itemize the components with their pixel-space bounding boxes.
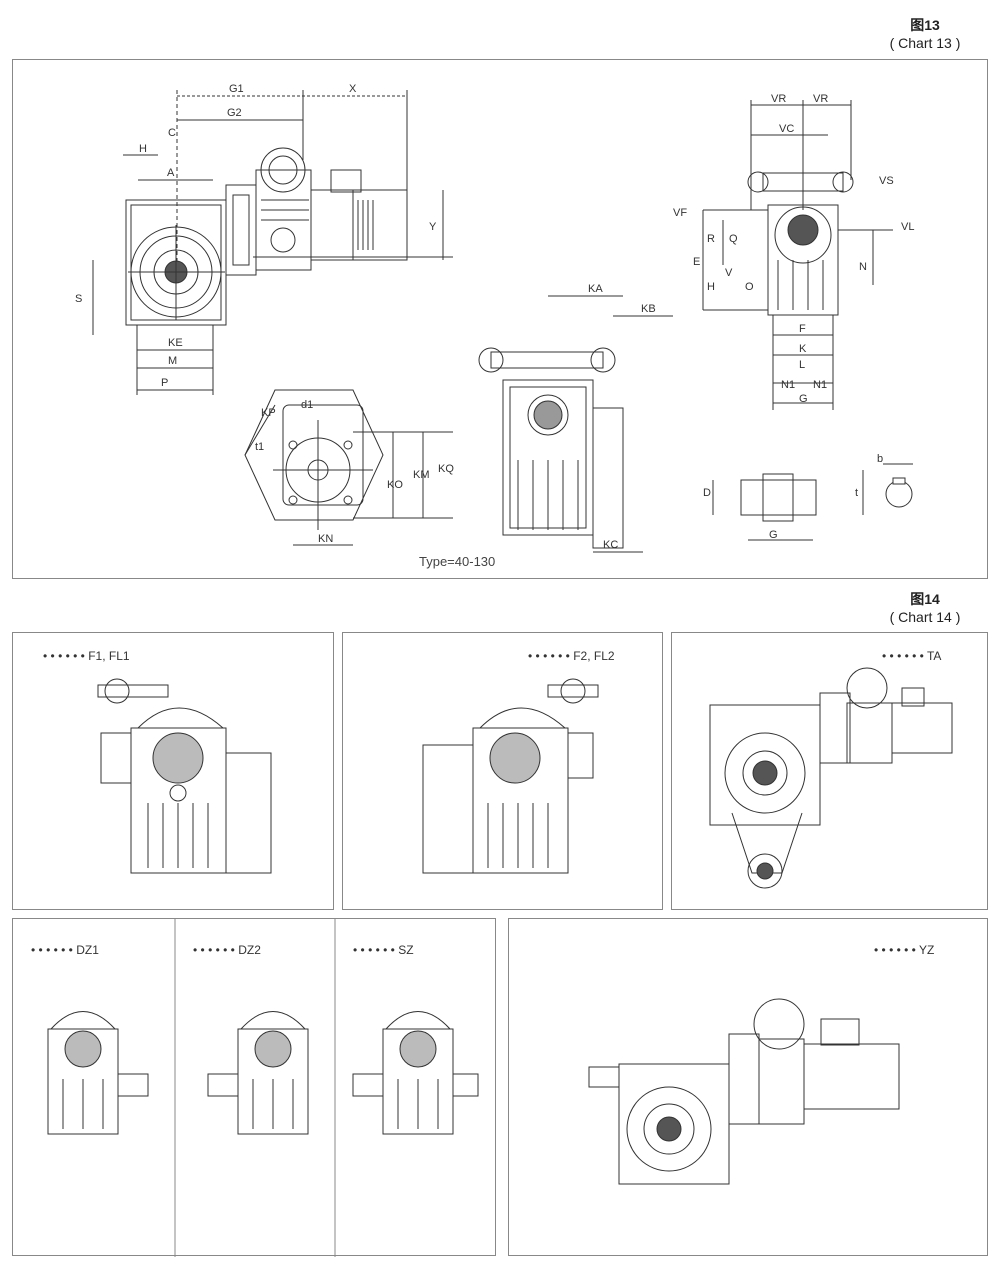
dim-N1-left: N1: [781, 379, 795, 391]
dim-b: b: [877, 453, 883, 465]
chart13-caption-cn: 图13: [910, 17, 940, 33]
dim-KO: KO: [387, 479, 403, 491]
type-label: Type=40-130: [419, 554, 496, 569]
dim-t1: t1: [255, 441, 264, 453]
dim-VR-2: VR: [813, 93, 828, 105]
dim-M: M: [168, 355, 177, 367]
dim-A: A: [167, 167, 175, 179]
dim-t: t: [855, 487, 858, 499]
dim-G1: G1: [229, 83, 244, 95]
dim-KC: KC: [603, 539, 618, 551]
dim-KB: KB: [641, 303, 656, 315]
panel-DZ1-DZ2-SZ: • • • • • • DZ1 • • • • • • DZ2 • • • • …: [12, 918, 496, 1257]
dim-Y: Y: [429, 221, 437, 233]
dim-VF: VF: [673, 207, 687, 219]
panel-label-YZ: • • • • • • YZ: [874, 943, 935, 957]
dim-VR-1: VR: [771, 93, 786, 105]
panel-label-TA: • • • • • • TA: [882, 649, 942, 663]
dim-R: R: [707, 233, 715, 245]
dim-O: O: [745, 281, 754, 293]
dim-KM: KM: [413, 469, 430, 481]
dim-VC: VC: [779, 123, 794, 135]
panel-YZ: • • • • • • YZ: [508, 918, 988, 1256]
dim-KP: KP: [261, 407, 276, 419]
dim-K: K: [799, 343, 807, 355]
drawing-F2-FL2: [422, 678, 599, 874]
dim-KA: KA: [588, 283, 603, 295]
dim-L: L: [799, 359, 805, 371]
chart14-caption-en: ( Chart 14 ): [889, 609, 961, 625]
drawing-DZ-SZ: [47, 919, 479, 1257]
dim-V: V: [725, 267, 733, 279]
dim-H-right: H: [707, 281, 715, 293]
panel-F2-FL2: • • • • • • F2, FL2: [342, 632, 663, 910]
panel-label-F1-FL1: • • • • • • F1, FL1: [43, 649, 130, 663]
panel-TA: • • • • • • TA: [671, 632, 988, 910]
chart13-panel: G1 X G2 C H A Y S KE M P KP d1 t1 KO KM …: [12, 59, 988, 579]
chart13-drawing: G1 X G2 C H A Y S KE M P KP d1 t1 KO KM …: [75, 83, 914, 553]
panel-F1-FL1: • • • • • • F1, FL1: [12, 632, 334, 910]
dim-D: D: [703, 487, 711, 499]
dim-G2: G2: [227, 107, 242, 119]
dim-N1-right: N1: [813, 379, 827, 391]
dim-VL: VL: [901, 221, 914, 233]
dim-F: F: [799, 323, 806, 335]
dim-KN: KN: [318, 533, 333, 545]
dim-S: S: [75, 293, 82, 305]
dim-Q: Q: [729, 233, 738, 245]
drawing-YZ: [588, 998, 900, 1185]
dim-H: H: [139, 143, 147, 155]
dim-d1: d1: [301, 399, 313, 411]
chart14-caption-cn: 图14: [910, 591, 940, 607]
dim-KE: KE: [168, 337, 183, 349]
dim-P: P: [161, 377, 168, 389]
dim-VS: VS: [879, 175, 894, 187]
dim-C: C: [168, 127, 176, 139]
dim-E: E: [693, 256, 700, 268]
chart13-caption-en: ( Chart 13 ): [889, 35, 961, 51]
panel-label-DZ1: • • • • • • DZ1: [31, 943, 99, 957]
drawing-F1-FL1: [97, 678, 272, 874]
drawing-TA: [709, 667, 953, 889]
dim-G-right: G: [799, 393, 808, 405]
panel-label-DZ2: • • • • • • DZ2: [193, 943, 261, 957]
dim-N: N: [859, 261, 867, 273]
dim-G-shaft: G: [769, 529, 778, 541]
chart14-caption: 图14 ( Chart 14 ): [870, 590, 980, 626]
dim-X: X: [349, 83, 357, 95]
panel-label-SZ: • • • • • • SZ: [353, 943, 414, 957]
panel-label-F2-FL2: • • • • • • F2, FL2: [528, 649, 615, 663]
chart13-caption: 图13 ( Chart 13 ): [870, 16, 980, 52]
dim-KQ: KQ: [438, 463, 454, 475]
